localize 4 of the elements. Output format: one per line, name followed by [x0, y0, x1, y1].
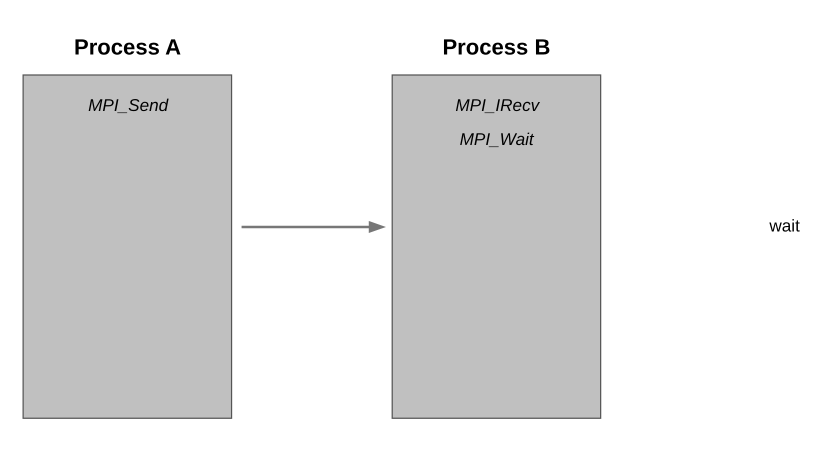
- label: wait: [769, 216, 800, 236]
- node-label: Process B: [442, 34, 550, 60]
- arrow: [242, 220, 386, 234]
- node-label: Process A: [74, 34, 182, 60]
